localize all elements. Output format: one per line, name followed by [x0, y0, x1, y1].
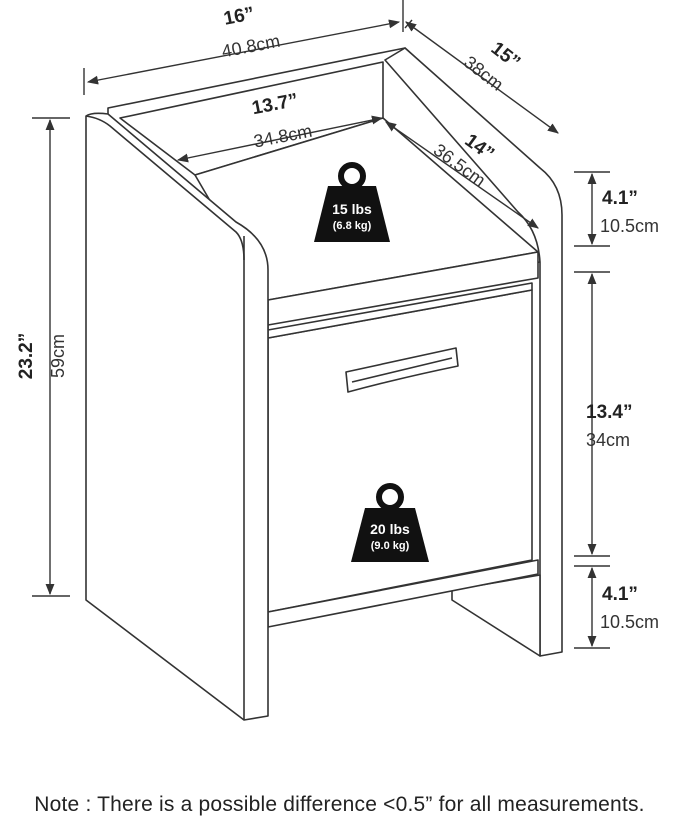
- drawer-height-imperial-label: 13.4”: [586, 402, 632, 423]
- shelf-weight-badge: 15 lbs (6.8 kg): [314, 162, 390, 242]
- drawer-height-metric-label: 34cm: [586, 430, 630, 450]
- weight-icon: [314, 162, 390, 242]
- width-metric-label: 40.8cm: [220, 31, 282, 62]
- drawer-weight-sub: (9.0 kg): [371, 540, 410, 552]
- drawer-front: [267, 289, 533, 613]
- top-clearance-imperial-label: 4.1”: [602, 188, 638, 209]
- bottom-clearance-imperial-label: 4.1”: [602, 584, 638, 605]
- width-dimension-line: [86, 19, 401, 85]
- height-metric-label: 59cm: [48, 334, 68, 378]
- bottom-clearance-metric-label: 10.5cm: [600, 612, 659, 632]
- height-imperial-label: 23.2”: [16, 333, 37, 379]
- top-clearance-metric-label: 10.5cm: [600, 216, 659, 236]
- drawer-weight-badge: 20 lbs (9.0 kg): [351, 483, 429, 562]
- drawer-weight-title: 20 lbs: [370, 521, 410, 537]
- left-side-panel: [85, 112, 269, 721]
- inner-width-dimension-line: [176, 115, 384, 163]
- shelf-weight-sub: (6.8 kg): [333, 220, 372, 232]
- measurement-note: Note : There is a possible difference <0…: [34, 793, 645, 816]
- width-imperial-label: 16”: [222, 3, 256, 29]
- nightstand-drawing: [85, 47, 563, 721]
- inner-depth-dimension-line: [385, 121, 539, 229]
- depth-dimension-line: [405, 21, 559, 134]
- shelf-weight-title: 15 lbs: [332, 201, 372, 217]
- dimension-lines: [32, 0, 610, 649]
- weight-icon: [351, 483, 429, 562]
